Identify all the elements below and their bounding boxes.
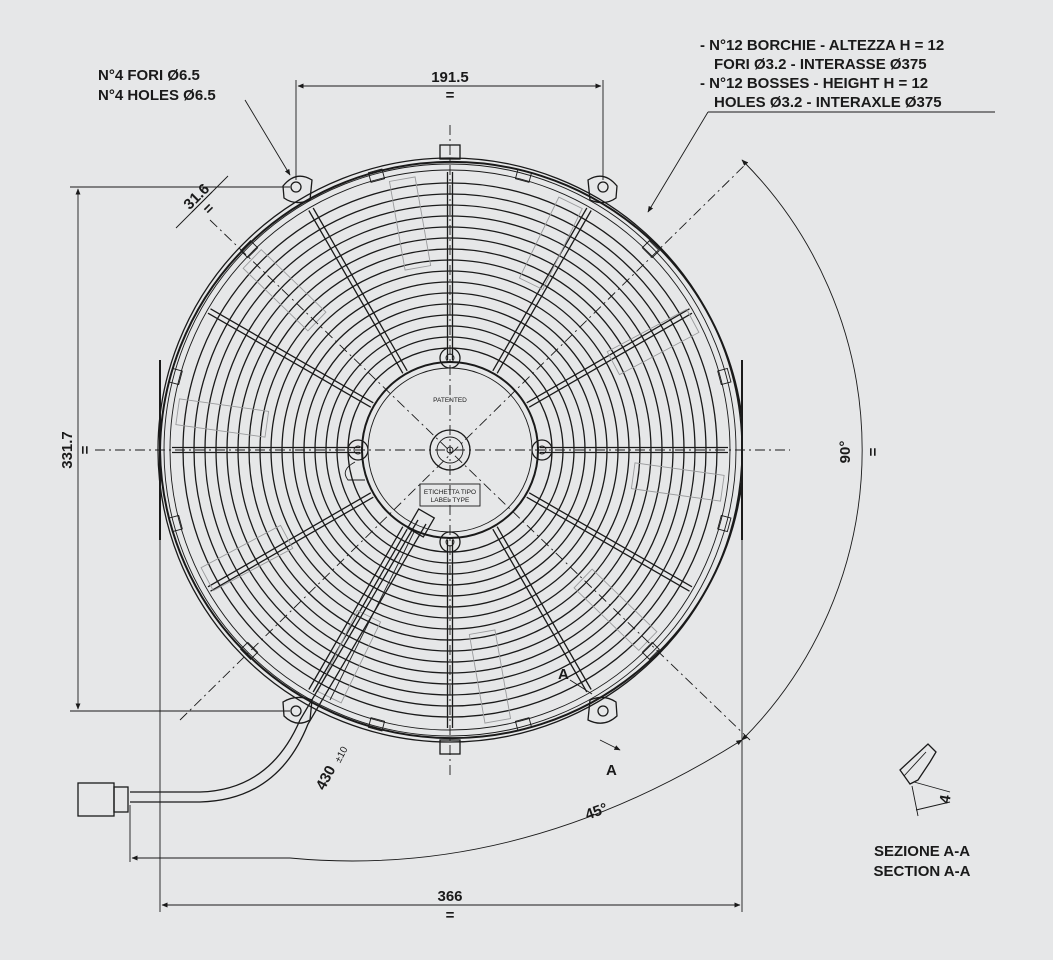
connector	[77, 782, 115, 817]
annotations: N°4 FORI Ø6.5 N°4 HOLES Ø6.5 - N°12 BORC…	[59, 37, 944, 924]
mounting-bosses	[168, 168, 732, 732]
dim-angle-90: 90°	[837, 441, 854, 464]
fan-blade	[388, 176, 432, 271]
guard-spoke	[496, 210, 592, 374]
guard-spoke	[207, 312, 372, 408]
mounting-ear-top-right	[587, 175, 618, 204]
center-lines	[95, 125, 790, 775]
fan-blades	[175, 176, 725, 724]
guard-spoke	[210, 496, 374, 592]
guard-spoke	[308, 526, 404, 690]
mounting-ear-top-left	[282, 175, 313, 204]
section-detail: 4 SEZIONE A-A SECTION A-A	[874, 743, 971, 880]
mounting-boss	[514, 717, 533, 732]
guard-spoke	[492, 207, 588, 372]
mounting-ear-bottom-left	[282, 696, 313, 724]
fan-blade	[242, 248, 327, 332]
fan-body: PATENTED ETICHETTA TIPO LABEL TYPE	[77, 144, 743, 817]
guard-spoke	[312, 207, 408, 372]
mounting-boss	[641, 240, 660, 259]
dimension-lines	[70, 80, 995, 912]
mounting-boss	[717, 514, 732, 533]
dim-cable-tol: ±10	[333, 745, 351, 765]
guard-spoke	[528, 312, 693, 408]
section-depth: 4	[936, 793, 954, 805]
fan-blade	[630, 462, 725, 502]
dim-top-width: 191.5	[431, 69, 469, 86]
guard-spoke	[210, 308, 374, 404]
dim-cable-length: 430	[313, 763, 340, 793]
dim-height: 331.7	[59, 431, 76, 469]
mounting-boss	[641, 641, 660, 660]
guard-spoke	[312, 528, 408, 693]
guard-spoke	[492, 528, 588, 693]
power-cable	[77, 508, 436, 817]
mounting-boss	[240, 641, 259, 660]
mounting-boss	[717, 367, 732, 386]
guard-spokes	[172, 172, 728, 728]
bosses-note-line4: HOLES Ø3.2 - INTERAXLE Ø375	[714, 94, 942, 111]
mounting-ear-bottom-right	[587, 696, 618, 724]
fan-blade	[200, 524, 294, 592]
section-marker-a-upper: A	[558, 666, 569, 683]
bosses-note-line3: - N°12 BOSSES - HEIGHT H = 12	[700, 75, 928, 92]
fan-blade	[606, 308, 700, 376]
guard-spoke	[526, 496, 690, 592]
guard-spoke	[528, 492, 693, 588]
guard-spoke	[496, 526, 592, 690]
dim-angle-45: 45°	[583, 800, 610, 824]
mounting-boss	[514, 168, 533, 183]
dim-overall-width-sym: =	[446, 907, 455, 924]
holes-note-en: N°4 HOLES Ø6.5	[98, 87, 216, 104]
guard-spoke	[526, 308, 690, 404]
dim-slot-sym: =	[200, 200, 218, 218]
dim-top-width-sym: =	[446, 87, 455, 104]
dim-height-sym: =	[77, 445, 94, 454]
section-marker-a-lower: A	[606, 762, 617, 779]
dim-overall-width: 366	[437, 888, 462, 905]
section-title-it: SEZIONE A-A	[874, 843, 970, 860]
mounting-boss	[367, 717, 386, 732]
fan-blade	[175, 398, 270, 438]
mounting-boss	[168, 367, 183, 386]
holes-note-it: N°4 FORI Ø6.5	[98, 67, 200, 84]
bosses-note-line2: FORI Ø3.2 - INTERASSE Ø375	[714, 56, 927, 73]
guard-spoke	[207, 492, 372, 588]
section-title-en: SECTION A-A	[874, 863, 971, 880]
mounting-boss	[168, 514, 183, 533]
dim-angle-90-sym: =	[865, 447, 882, 456]
fan-blade	[468, 629, 512, 724]
mounting-boss	[240, 240, 259, 259]
fan-blade	[518, 196, 583, 291]
bosses-note-line1: - N°12 BORCHIE - ALTEZZA H = 12	[700, 37, 944, 54]
mounting-boss	[367, 168, 386, 183]
guard-spoke	[308, 210, 404, 374]
fan-blade	[317, 609, 382, 704]
